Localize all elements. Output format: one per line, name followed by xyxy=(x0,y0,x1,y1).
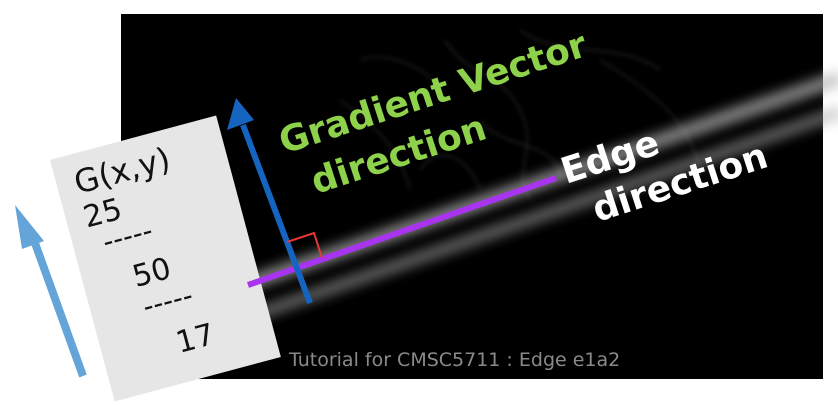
footer-caption: Tutorial for CMSC5711 : Edge e1a2 xyxy=(288,349,620,371)
right-angle-marker xyxy=(286,231,323,259)
gradient-vector-arrow xyxy=(227,98,313,305)
image-texture xyxy=(339,29,701,201)
gxy-card: G(x,y) 25 ----- 50 ----- 17 xyxy=(50,115,281,402)
card-background xyxy=(50,115,281,402)
side-arrow xyxy=(15,205,87,378)
